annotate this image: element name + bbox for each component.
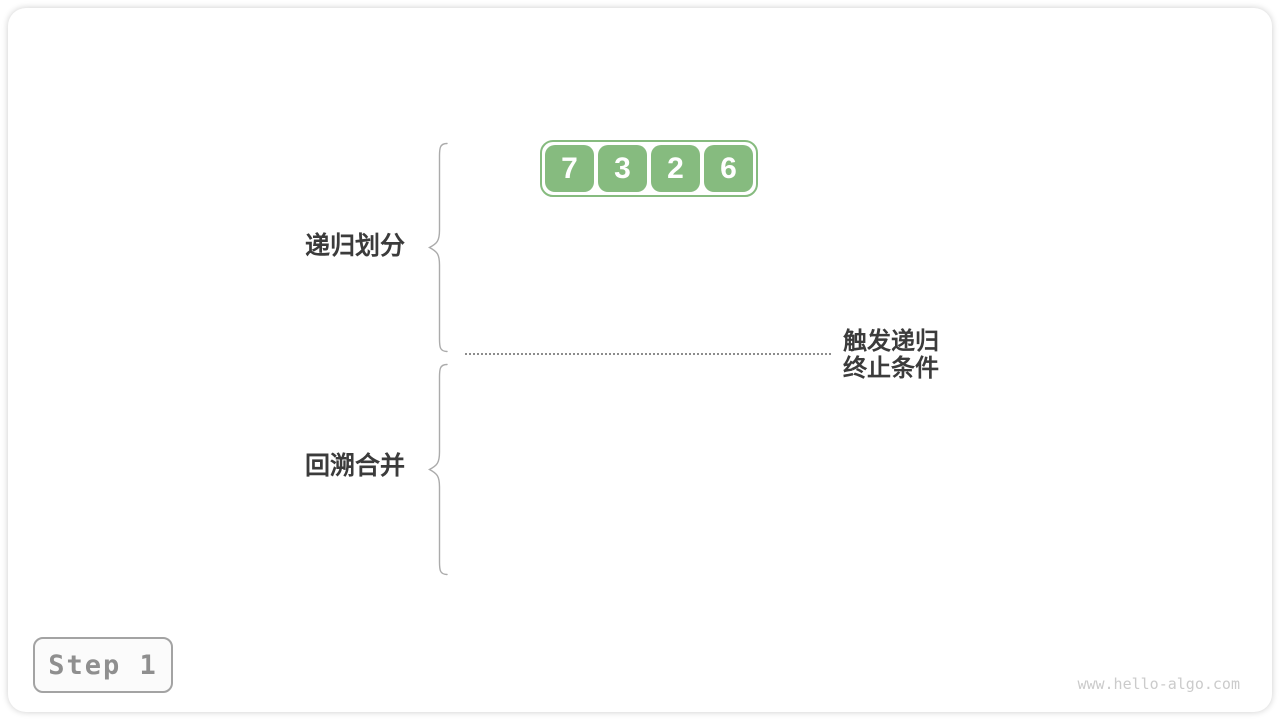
array-cell: 2 <box>651 145 700 192</box>
divide-curly-brace-icon <box>428 142 448 353</box>
array-container: 7 3 2 6 <box>540 140 758 197</box>
termination-divider-line <box>465 353 831 355</box>
step-badge: Step 1 <box>33 637 173 693</box>
diagram-canvas <box>8 8 1272 712</box>
termination-label-line2: 终止条件 <box>843 355 939 382</box>
divide-label: 递归划分 <box>304 232 405 260</box>
watermark: www.hello-algo.com <box>1077 675 1240 693</box>
termination-label-line1: 触发递归 <box>843 328 939 355</box>
array-cell: 3 <box>598 145 647 192</box>
merge-curly-brace-icon <box>428 363 448 576</box>
merge-label: 回溯合并 <box>304 452 405 480</box>
array-cell: 6 <box>704 145 753 192</box>
array-cell: 7 <box>545 145 594 192</box>
termination-label: 触发递归 终止条件 <box>843 328 939 382</box>
